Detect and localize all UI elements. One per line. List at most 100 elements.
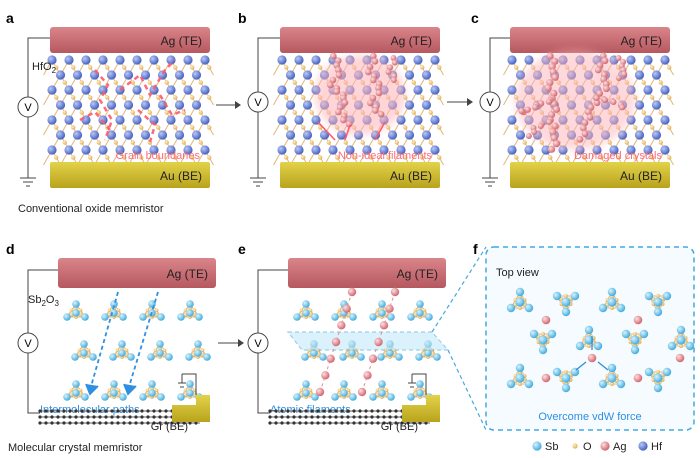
o-atom [437,125,442,130]
grain-boundaries [79,59,186,143]
sb-atom [607,297,617,307]
o-atom [301,95,306,100]
o-atom [79,110,84,115]
sb-atom [547,329,557,339]
o-atom [607,140,612,145]
sb4o6-molecule-top [506,287,534,313]
hf-atom [413,55,423,65]
o-atom [299,308,304,313]
hf-atom [123,130,134,140]
o-atom [679,344,683,348]
panel-letter-f: f [473,241,478,257]
hf-atom [541,145,551,155]
hf-atom [174,100,185,110]
hf-atom [302,130,313,140]
o-atom [192,308,197,313]
sb-atom [148,380,156,388]
hf-atom [413,145,423,155]
o-atom [183,388,188,393]
sb4o6-molecule [407,300,433,321]
migration-arrows [575,336,609,371]
o-atom [181,110,186,115]
panel-f-top-view: Top view Overcome vdW force [485,246,695,431]
sb-atom [310,349,318,357]
o-atom [343,140,348,145]
legend-swatch-hf [638,441,648,451]
o-atom [413,308,418,313]
hf-atom [294,145,304,155]
row-caption-top: Conventional oxide memristor [18,203,164,215]
sb-atom [157,313,165,321]
sb-atom [319,353,327,361]
sb-atom [139,313,147,321]
o-atom [122,125,127,130]
sb-atom [395,353,403,361]
hf-atom [191,130,202,140]
hf-atom [345,145,355,155]
ag-atom [366,63,374,70]
panel-letter-c: c [471,10,479,26]
o-atom [78,308,83,313]
sb-atom [552,367,562,377]
hf-atom [294,55,304,65]
o-atom [514,65,519,70]
o-atom [422,388,427,393]
o-atom [337,308,342,313]
ag-atom [518,107,525,115]
ag-filament [327,52,353,128]
o-atom [403,125,408,130]
sb-atom [598,303,608,313]
o-atom [107,308,112,313]
top-electrode-label-d: Ag (TE) [167,267,208,281]
o-atom [650,95,655,100]
o-atom [105,65,110,70]
hf-atom [404,130,415,140]
ag-atom [541,315,551,325]
sb-atom [676,325,686,335]
ag-atom [525,133,532,139]
ag-atom [385,69,392,75]
sb-atom [177,313,185,321]
o-atom [641,140,646,145]
hf-atom [174,130,185,140]
o-atom [69,308,74,313]
sb4o6-molecule [331,380,357,401]
hf-atom [132,55,142,65]
ag-atom [548,63,556,71]
sb4o6-molecule [293,380,319,401]
ag-atom [551,122,559,130]
hf-atom [311,145,321,155]
hf-atom [183,115,193,125]
annotation-e: Atomic filaments [270,404,351,416]
ag-atom [586,113,594,121]
o-atom [658,110,663,115]
hf-atom [123,70,134,80]
sb-atom [416,389,424,397]
voltage-source-a [17,96,39,118]
ag-atomic-chain [315,287,357,397]
o-atom [69,388,74,393]
panel-letter-a: a [6,10,14,26]
voltage-source-b [247,91,269,113]
panel-letter-b: b [238,10,247,26]
hf-atom [643,145,653,155]
ag-atom [549,128,557,136]
o-atom [284,65,289,70]
sb-atom [570,291,580,301]
o-atom [105,155,110,160]
sb-atom [644,291,654,301]
hf-atom [64,145,74,155]
hf-atom [81,55,91,65]
top-electrode-label-a: Ag (TE) [161,34,202,48]
sb4o6-molecule [293,300,319,321]
o-atom [411,110,416,115]
ag-atom [547,145,556,153]
sb-atom [101,313,109,321]
ag-atom [602,97,608,103]
o-atom [156,125,161,130]
sb4o6-molecule-top [575,325,603,351]
bottom-electrode-label-e: Gr (BE) [381,421,418,433]
o-atom [411,80,416,85]
hf-atom [140,100,151,110]
hf-atom [106,130,117,140]
